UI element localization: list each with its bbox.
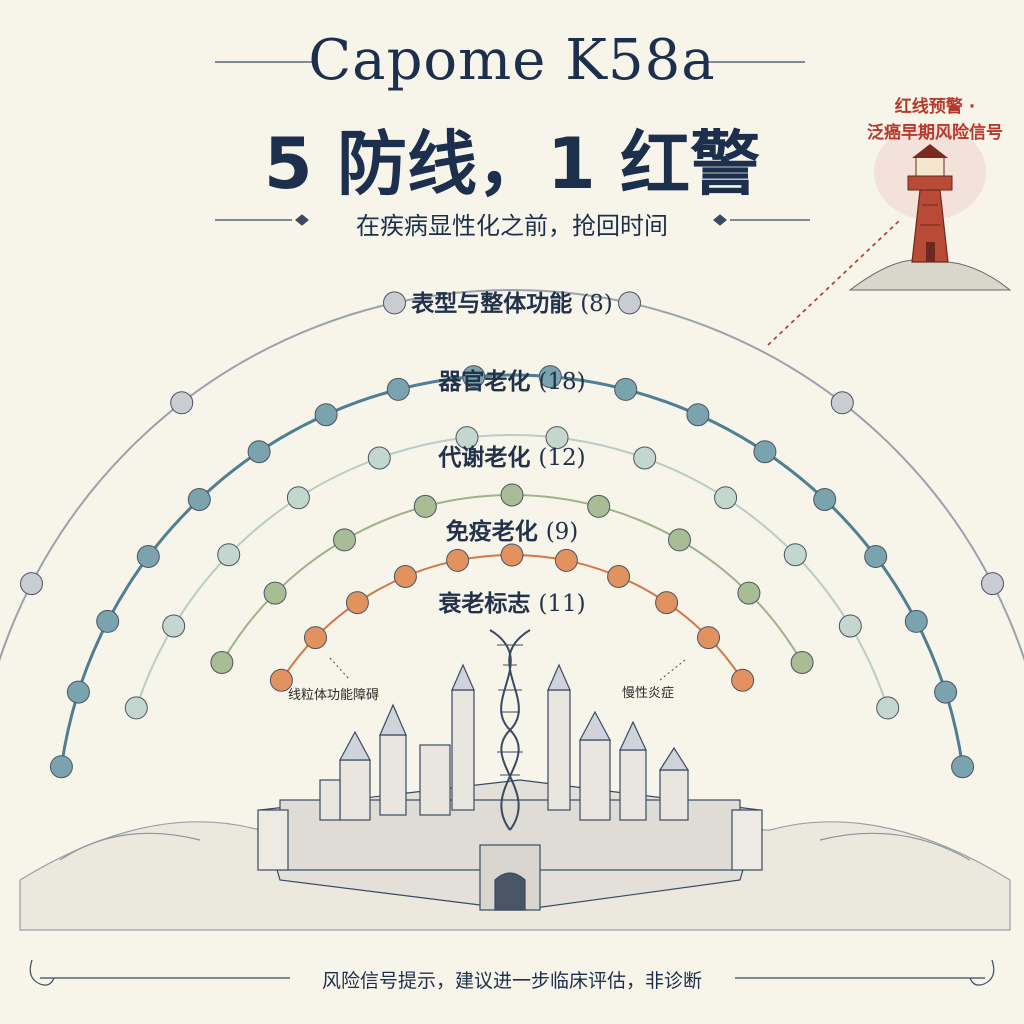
ring-node (386, 377, 410, 401)
ring-node (162, 614, 186, 638)
ring-count: (18) (538, 369, 586, 395)
footer-ornament (29, 959, 995, 986)
ring-node (269, 668, 293, 692)
ring-node (124, 696, 148, 720)
ring-node (455, 426, 479, 450)
footer-disclaimer: 风险信号提示，建议进一步临床评估，非诊断 (321, 970, 702, 992)
ring-count: (12) (538, 445, 586, 471)
ring-count: (11) (538, 591, 586, 617)
title-english: Capome K58a (308, 28, 716, 93)
ring-label-phenotype: 表型与整体功能 (8) (0, 284, 1024, 318)
note-mitochondrial: 线粒体功能障碍 (288, 688, 380, 703)
ring-node (655, 591, 679, 615)
ring-node (686, 403, 710, 427)
ring-node (697, 626, 720, 650)
ring-node (314, 403, 338, 427)
title-ornament (215, 61, 810, 226)
ring-node (462, 365, 486, 389)
ring-node (830, 391, 854, 415)
ring-node (66, 680, 90, 704)
ring-node (813, 488, 837, 511)
ring-arc-3 (135, 434, 889, 709)
ring-node (783, 543, 807, 567)
ring-node (587, 494, 611, 518)
ring-node (876, 696, 900, 720)
ring-count: (9) (545, 519, 579, 545)
ring-node (263, 581, 287, 605)
subtitle: 在疾病显性化之前，抢回时间 (356, 212, 668, 240)
ring-node (286, 486, 310, 510)
ring-node (304, 626, 327, 650)
red-warning-line1: 红线预警 · (894, 97, 976, 117)
ring-label-text: 表型与整体功能 (411, 291, 573, 317)
ring-label-organ: 器官老化 (18) (0, 362, 1024, 396)
ring-node (217, 543, 241, 567)
ring-node (904, 609, 928, 633)
ring-node (383, 291, 406, 315)
ring-label-text: 器官老化 (438, 369, 531, 395)
ring-node (500, 543, 524, 567)
ring-node (187, 488, 211, 511)
ring-node (737, 581, 761, 605)
warning-connector (767, 219, 901, 346)
ring-node (210, 651, 234, 674)
ring-node (136, 545, 160, 568)
note-inflammation: 慢性炎症 (622, 686, 675, 701)
ring-node (790, 651, 814, 674)
ring-label-text: 衰老标志 (438, 591, 531, 617)
ring-node (633, 446, 657, 470)
ring-count: (8) (580, 291, 613, 317)
ring-arc-1 (0, 289, 1024, 662)
ring-node (49, 755, 73, 779)
ring-node (838, 614, 862, 638)
ring-node (618, 291, 641, 315)
ring-node (538, 365, 562, 389)
ring-node (607, 565, 631, 588)
castle-illustration (19, 663, 1011, 931)
ring-node (20, 572, 43, 596)
ring-node (393, 565, 417, 588)
dna-helix-icon (489, 629, 531, 831)
ring-node (345, 591, 369, 615)
ring-node (96, 609, 120, 633)
defense-rings (0, 289, 1024, 779)
ring-label-hallmarks: 衰老标志 (11) (0, 584, 1024, 618)
ring-node (981, 572, 1004, 596)
note-leaders (329, 657, 686, 681)
lighthouse-icon (848, 124, 1012, 291)
ring-node (545, 426, 569, 450)
ring-node (614, 377, 638, 401)
ring-label-text: 免疫老化 (445, 519, 538, 545)
ring-node (333, 528, 356, 552)
ring-node (554, 548, 578, 572)
ring-label-metabolic: 代谢老化 (12) (0, 438, 1024, 472)
ring-label-text: 代谢老化 (438, 445, 531, 471)
ring-node (446, 548, 470, 572)
title-chinese: 5 防线，1 红警 (263, 123, 761, 205)
red-warning-label: 红线预警 · 泛癌早期风险信号 (850, 94, 1020, 146)
ring-node (934, 680, 958, 704)
red-warning-line2: 泛癌早期风险信号 (867, 123, 1003, 143)
ring-node (170, 391, 194, 415)
ring-node (864, 545, 888, 568)
ring-label-immune: 免疫老化 (9) (0, 512, 1024, 546)
ring-node (413, 494, 437, 518)
ring-node (500, 483, 524, 507)
ring-node (367, 446, 391, 470)
ring-node (714, 486, 738, 510)
ring-node (731, 668, 755, 692)
ring-node (668, 528, 691, 552)
ring-node (753, 440, 777, 464)
ring-node (951, 755, 975, 779)
ring-node (247, 440, 271, 464)
ring-arc-2 (59, 373, 965, 767)
